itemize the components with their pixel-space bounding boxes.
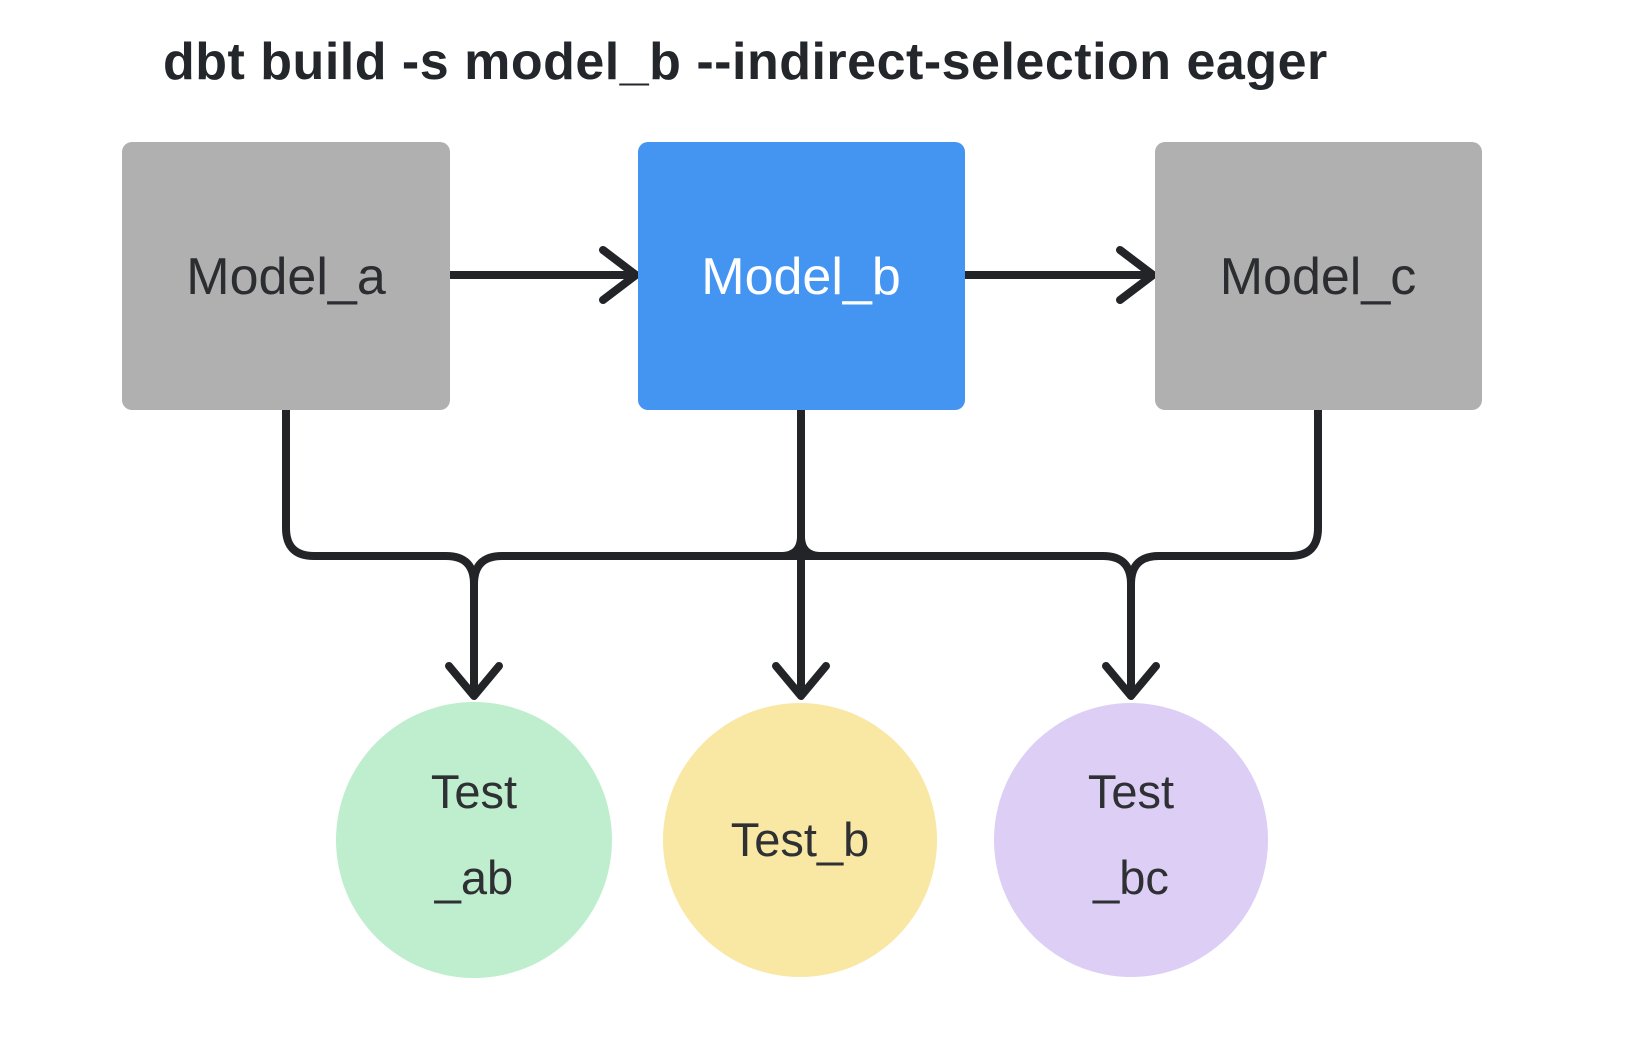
test-ab-circle	[336, 702, 612, 978]
node-test-b: Test_b	[663, 703, 937, 977]
edge-model-b-to-test-ab	[470, 552, 801, 588]
test-bc-label-line1: Test	[1088, 765, 1174, 818]
edge-model-c-to-test-bc	[1127, 406, 1322, 692]
model-b-box	[638, 142, 965, 410]
model-c-box	[1155, 142, 1482, 410]
test-b-label: Test_b	[731, 813, 869, 866]
node-model-a: Model_a	[122, 142, 450, 410]
node-model-b: Model_b	[638, 142, 965, 410]
edge-model-a-to-test-ab	[282, 406, 478, 692]
node-model-c: Model_c	[1155, 142, 1482, 410]
model-a-label: Model_a	[186, 248, 386, 306]
model-nodes: Model_a Model_b Model_c	[122, 142, 1482, 410]
test-ab-label-line2: _ab	[434, 851, 513, 904]
test-bc-label-line2: _bc	[1092, 851, 1169, 904]
model-a-box	[122, 142, 450, 410]
edge-lines	[282, 246, 1322, 700]
arrowhead-right-icon	[599, 246, 640, 304]
arrowhead-down-icon	[445, 662, 503, 700]
arrowhead-right-icon	[1116, 246, 1157, 304]
arrowhead-down-icon	[1102, 662, 1160, 700]
model-c-label: Model_c	[1220, 248, 1417, 306]
test-b-circle	[663, 703, 937, 977]
test-nodes: Test _ab Test_b Test _bc	[336, 702, 1268, 978]
node-test-bc: Test _bc	[994, 703, 1268, 977]
edge-model-b-to-test-bc	[801, 552, 1135, 588]
test-bc-circle	[994, 703, 1268, 977]
node-test-ab: Test _ab	[336, 702, 612, 978]
test-ab-label-line1: Test	[431, 765, 517, 818]
arrowhead-down-icon	[772, 662, 830, 700]
command-title: dbt build -s model_b --indirect-selectio…	[163, 33, 1328, 91]
model-b-label: Model_b	[701, 248, 900, 306]
